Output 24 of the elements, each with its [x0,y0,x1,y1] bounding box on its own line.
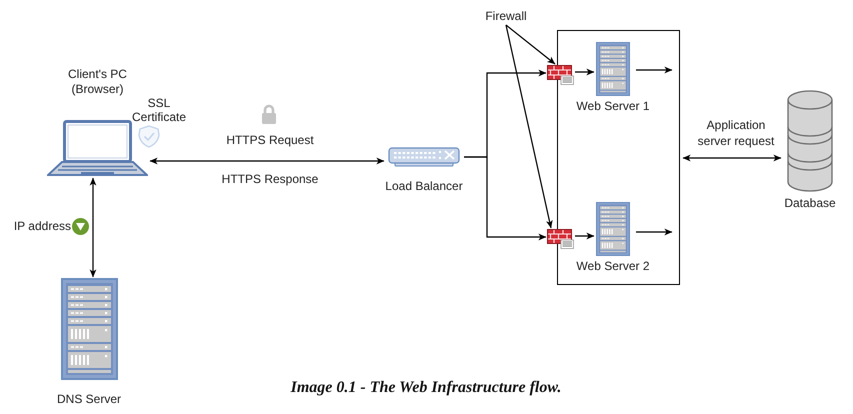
arrow [575,232,594,240]
caption: Image 0.1 - The Web Infrastructure flow. [290,378,562,398]
leader-arrow [505,24,553,228]
group-box [557,30,680,285]
node-label: Database [784,196,836,211]
arrow [150,158,384,164]
edge-label: HTTPS Request [226,133,314,148]
arrow [575,68,594,76]
note-label: SSL Certificate [132,96,186,124]
node-label: Web Server 2 [576,259,650,274]
arrow [636,228,672,236]
edge-label: IP address [14,219,71,234]
arrow [636,66,672,74]
node-label: Client's PC (Browser) [67,67,128,97]
arrow [90,178,96,278]
arrow [682,154,782,162]
edge-label: Application server request [696,117,776,149]
node-label: DNS Server [56,392,121,407]
node-label: Web Server 1 [576,99,650,114]
node-label: Load Balancer [385,179,463,194]
note-label: HTTPS Response [222,172,318,187]
node-label: Firewall [485,8,527,24]
arrow [464,156,546,240]
leader-arrow [506,24,556,64]
